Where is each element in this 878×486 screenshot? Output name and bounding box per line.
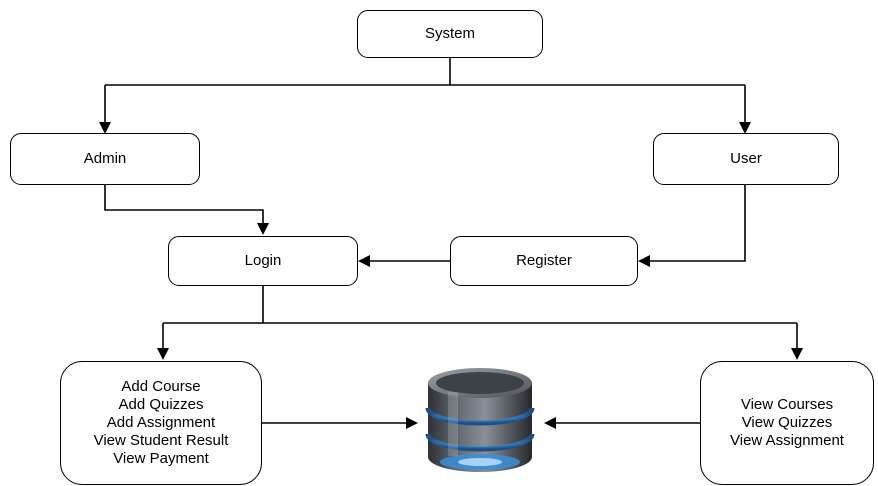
database-icon: [425, 368, 535, 472]
connector-system-split: [99, 58, 751, 134]
register-label: Register: [516, 252, 572, 269]
user-node: User: [653, 133, 839, 185]
user-action-view-courses: View Courses: [740, 396, 834, 413]
register-node: Register: [450, 236, 638, 286]
admin-action-add-quizzes: Add Quizzes: [118, 396, 204, 413]
login-node: Login: [168, 236, 358, 286]
admin-label: Admin: [83, 150, 127, 167]
admin-action-view-payment: View Payment: [113, 450, 209, 467]
connector-login-split: [157, 286, 803, 360]
connector-user-register: [638, 185, 746, 267]
system-node: System: [357, 10, 543, 58]
admin-action-view-student-result: View Student Result: [93, 432, 229, 449]
user-label: User: [730, 150, 762, 167]
admin-action-add-assignment: Add Assignment: [106, 414, 216, 431]
admin-actions-node: Add Course Add Quizzes Add Assignment Vi…: [60, 361, 262, 485]
user-actions-node: View Courses View Quizzes View Assignmen…: [700, 361, 874, 485]
user-action-view-assignment: View Assignment: [730, 432, 844, 449]
admin-action-add-course: Add Course: [121, 378, 201, 395]
admin-node: Admin: [10, 133, 200, 185]
login-label: Login: [244, 252, 282, 269]
connector-admin-login: [104, 185, 269, 235]
user-action-view-quizzes: View Quizzes: [741, 414, 833, 431]
system-label: System: [424, 25, 475, 42]
